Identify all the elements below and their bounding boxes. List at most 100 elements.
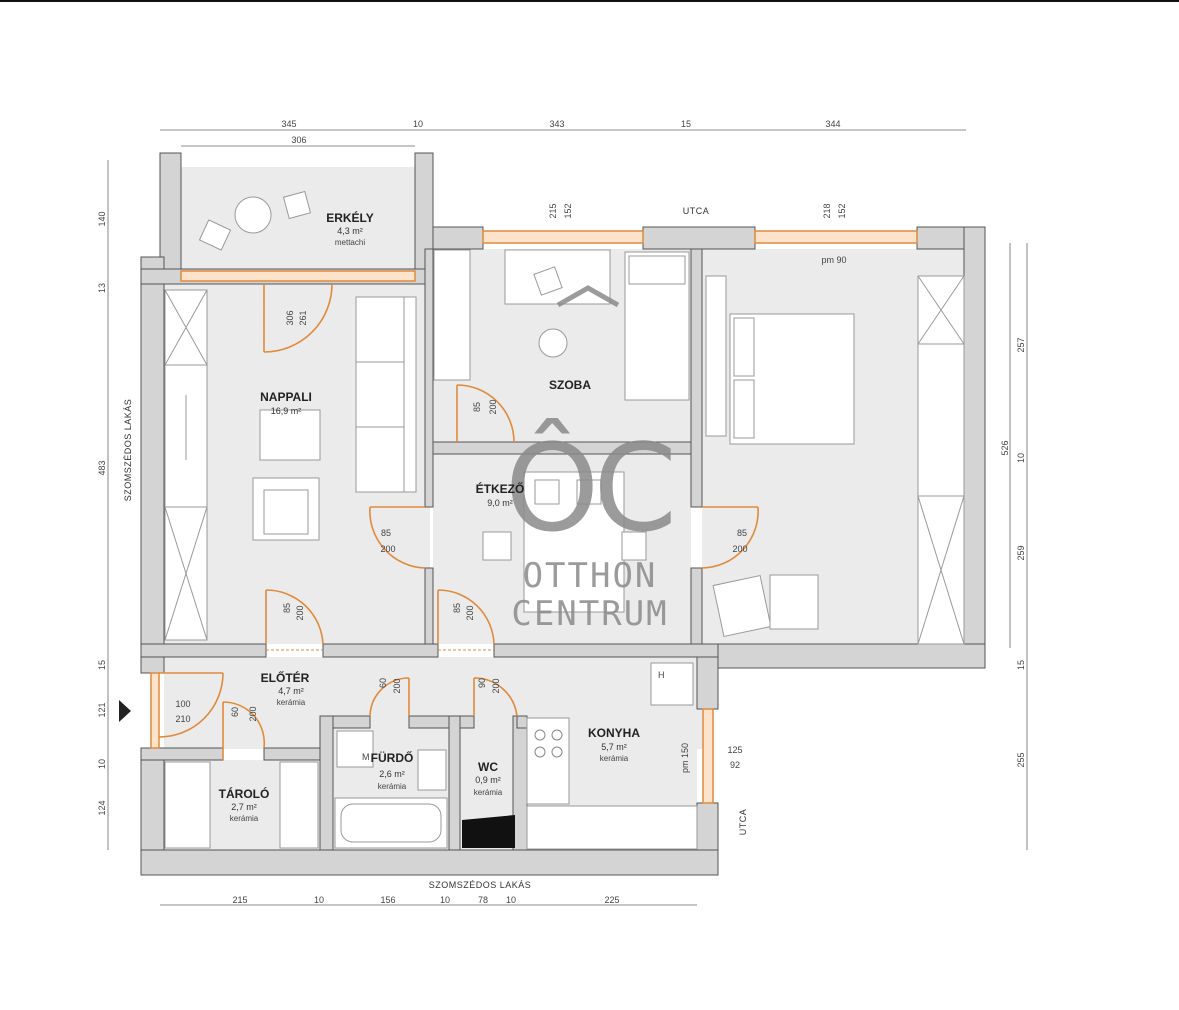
watermark-logo-hat — [556, 285, 620, 308]
dim-bottom: 10 — [506, 895, 516, 905]
room-mat-erkely: mettachi — [335, 238, 365, 247]
dim-door: 100 — [175, 699, 190, 709]
dim-top: 10 — [413, 119, 423, 129]
watermark-line1: OTTHON — [523, 556, 658, 596]
door-balcony — [263, 283, 333, 353]
room-area-erkely: 4,3 m² — [337, 226, 363, 236]
dim-door: 200 — [392, 678, 402, 693]
sofa-cushion — [355, 296, 405, 363]
burner — [551, 746, 563, 758]
wall — [690, 248, 703, 508]
dim-window: 218 — [822, 203, 832, 218]
door-etkezo-eloter — [437, 589, 495, 645]
balcony-chair — [282, 190, 312, 220]
room-area-etkezo: 9,0 m² — [487, 498, 513, 508]
wall — [140, 643, 267, 658]
room-name-szoba: SZOBA — [549, 378, 591, 392]
window-balcony — [180, 270, 416, 282]
cabinet-line — [164, 506, 208, 641]
dim-top: 345 — [281, 119, 296, 129]
top-border-line — [0, 0, 1179, 2]
desk-chair — [538, 328, 568, 358]
door-nappali-etkezo — [369, 506, 426, 569]
dim-bottom: 225 — [604, 895, 619, 905]
door-wc — [473, 677, 518, 717]
bathtub-inner — [340, 803, 442, 843]
tarolo-shelf — [164, 761, 211, 849]
dim-bottom: 78 — [478, 895, 488, 905]
dim-door: 90 — [477, 678, 487, 688]
dim-window: 92 — [730, 760, 740, 770]
wall — [408, 715, 475, 729]
room-mat-eloter: kerámia — [277, 698, 306, 707]
window-bedroom — [754, 230, 918, 244]
dim-door: 261 — [298, 310, 308, 325]
room-name-nappali: NAPPALI — [260, 390, 312, 404]
dim-door: 200 — [465, 605, 475, 620]
dim-left: 15 — [97, 660, 107, 670]
armchair-seat — [263, 489, 309, 535]
balcony-chair — [198, 219, 232, 251]
label-pm150: pm 150 — [680, 743, 690, 773]
wall — [690, 567, 703, 654]
dimension-lines — [107, 129, 1028, 906]
wall — [493, 643, 719, 658]
dim-right: 255 — [1016, 752, 1026, 767]
dim-right: 257 — [1016, 337, 1026, 352]
window-kitchen — [702, 708, 714, 804]
dim-bottom: 215 — [232, 895, 247, 905]
stove-burners — [534, 729, 563, 758]
burner — [534, 746, 546, 758]
dim-door: 60 — [378, 678, 388, 688]
bedroom-armchair — [712, 574, 772, 638]
dim-window: 152 — [837, 203, 847, 218]
dim-door: 85 — [381, 528, 391, 538]
dim-right: 10 — [1016, 453, 1026, 463]
bed-pillow — [733, 317, 755, 377]
dim-door: 85 — [452, 603, 462, 613]
boiler — [650, 662, 694, 706]
wardrobe-line — [917, 275, 965, 345]
label-szomszedos-bottom: SZOMSZÉDOS LAKÁS — [429, 880, 532, 890]
wall — [322, 643, 439, 658]
label-utca-top: UTCA — [683, 206, 710, 216]
coffee-table — [259, 409, 321, 461]
dim-left: 483 — [97, 460, 107, 475]
dim-door: 200 — [488, 399, 498, 414]
wall — [448, 715, 461, 851]
dim-left: 121 — [97, 702, 107, 717]
wall — [424, 567, 434, 654]
dining-chair — [482, 531, 512, 561]
plan-labels: UTCA UTCA SZOMSZÉDOS LAKÁS SZOMSZÉDOS LA… — [123, 206, 847, 890]
watermark-logo: ÔC — [505, 419, 671, 559]
sink — [417, 749, 447, 791]
dim-bottom: 10 — [314, 895, 324, 905]
doors — [158, 283, 759, 760]
wardrobe-line — [917, 495, 965, 645]
wall — [319, 715, 334, 851]
dining-chair — [621, 531, 647, 561]
room-name-erkely: ERKÉLY — [326, 210, 374, 225]
wall — [963, 226, 986, 669]
watermark-line2: CENTRUM — [511, 594, 668, 634]
windows — [150, 230, 918, 804]
dimension-texts: 345 10 343 15 344 306 215 10 156 10 78 1… — [97, 119, 1026, 905]
dim-door: 200 — [732, 544, 747, 554]
bed-pillow — [628, 255, 686, 285]
room-mat-konyha: kerámia — [600, 754, 629, 763]
wall — [140, 256, 165, 674]
kitchen-counter — [526, 717, 570, 805]
dim-left: 10 — [97, 759, 107, 769]
nappali-cabinet — [164, 289, 208, 641]
dim-bottom: 10 — [440, 895, 450, 905]
door-etkezo-bedroom — [701, 506, 759, 569]
dim-door: 200 — [380, 544, 395, 554]
dim-door: 85 — [282, 603, 292, 613]
room-labels: ERKÉLY 4,3 m² mettachi NAPPALI 16,9 m² S… — [219, 210, 641, 823]
wall — [140, 747, 224, 761]
room-name-etkezo: ÉTKEZŐ — [476, 481, 525, 496]
dim-left: 140 — [97, 211, 107, 226]
room-area-eloter: 4,7 m² — [278, 686, 304, 696]
wall — [432, 226, 484, 250]
laptop — [533, 266, 563, 296]
